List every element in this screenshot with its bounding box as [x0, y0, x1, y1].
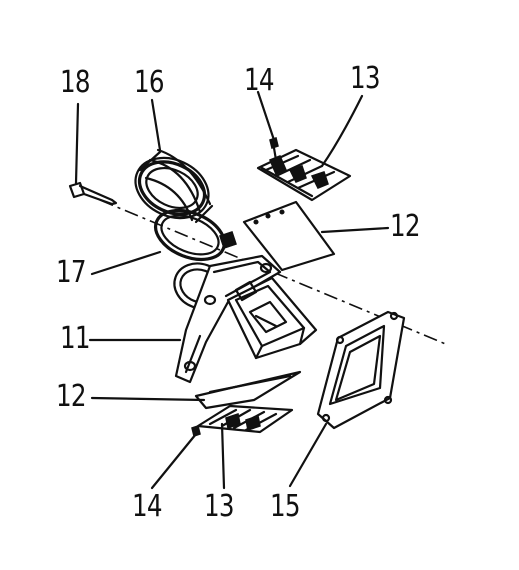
bolt-part-18 — [68, 181, 118, 206]
reed-sheet-part-12-right — [242, 200, 336, 272]
callout-16: 16 — [134, 65, 164, 100]
callout-18: 18 — [60, 65, 90, 100]
callout-13-top: 13 — [350, 61, 380, 96]
leader-lines — [74, 90, 390, 490]
callout-14-top: 14 — [244, 63, 274, 98]
reed-petal-part-13-bottom — [196, 404, 294, 434]
callout-17: 17 — [56, 255, 86, 290]
leader-12-left — [90, 396, 206, 402]
callout-14-bottom: 14 — [132, 489, 162, 524]
center-axis-line — [99, 199, 449, 346]
reed-sheet-part-12-left — [194, 370, 302, 410]
leader-15 — [288, 422, 328, 488]
screw-part-14-top — [269, 137, 279, 162]
callout-13-bottom: 13 — [204, 489, 234, 524]
reed-body-part-11 — [173, 254, 318, 384]
leader-13-bottom — [220, 422, 226, 490]
leader-14-top — [256, 90, 276, 142]
leader-13-top — [320, 94, 364, 168]
callout-11: 11 — [60, 321, 90, 356]
callout-15: 15 — [270, 489, 300, 524]
clamp-ring-part-17 — [154, 208, 237, 262]
callout-12-right: 12 — [390, 209, 420, 244]
reed-petal-part-13-top — [256, 148, 352, 202]
leader-14-bottom — [150, 432, 198, 490]
flange-part-16 — [134, 148, 214, 224]
leader-17 — [90, 250, 162, 276]
leader-12-right — [320, 226, 390, 234]
gasket-part-15 — [316, 310, 406, 430]
leader-16 — [150, 98, 162, 152]
leader-18 — [74, 102, 80, 185]
callout-12-left: 12 — [56, 379, 86, 414]
screw-part-14-bottom — [191, 425, 201, 437]
